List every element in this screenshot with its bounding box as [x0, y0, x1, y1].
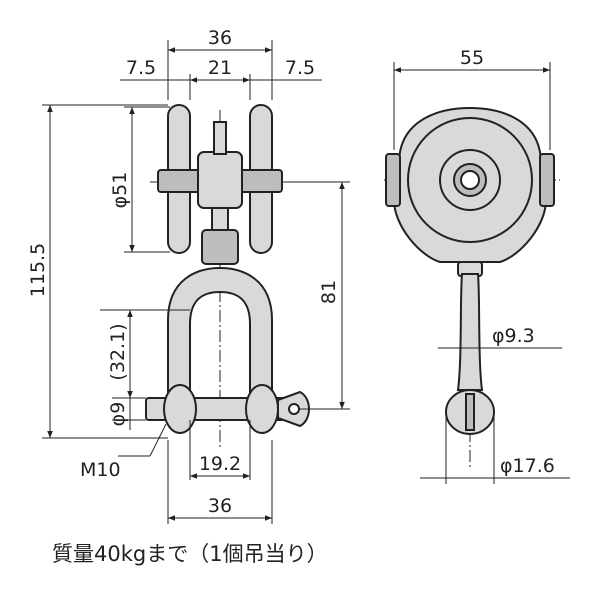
dim-phi17-6-label: φ17.6: [500, 455, 555, 477]
side-rod: [456, 273, 484, 391]
dim-55-label: 55: [460, 47, 484, 69]
pin-collar-left: [163, 384, 197, 434]
dim-phi9-label: φ9: [107, 402, 129, 427]
dim-7-5-right-label: 7.5: [285, 57, 315, 79]
swivel-nut: [201, 229, 239, 265]
hub-block: [197, 151, 243, 209]
dim-21-label: 21: [208, 57, 232, 79]
dim-36-bottom-label: 36: [208, 495, 232, 517]
side-left-lug: [385, 153, 401, 207]
top-stud: [213, 121, 227, 155]
m10-leader-diag: [149, 423, 167, 457]
dim-7-5-left-label: 7.5: [126, 57, 156, 79]
dim-phi51-label: φ51: [109, 172, 131, 209]
front-view: 36 7.5 21 7.5 115.5 φ51 81 (32.1) φ9: [27, 27, 350, 524]
pin-collar-right: [245, 384, 279, 434]
dim-19-2-label: 19.2: [199, 453, 241, 475]
side-right-lug: [539, 153, 555, 207]
dim-36-top-label: 36: [208, 27, 232, 49]
pin-hole: [288, 403, 300, 415]
dim-phi9-3-label: φ9.3: [492, 325, 535, 347]
load-capacity-caption: 質量40kgまで（1個吊当り）: [52, 542, 328, 566]
side-eye-pin: [465, 393, 475, 431]
side-axle-hole: [460, 170, 480, 190]
dim-115-5-label: 115.5: [27, 243, 49, 297]
dim-32-1-label: (32.1): [107, 323, 129, 380]
side-view: 55 φ9.3 φ17.6: [384, 47, 570, 484]
m10-label: M10: [80, 459, 121, 481]
dim-81-label: 81: [318, 280, 340, 304]
